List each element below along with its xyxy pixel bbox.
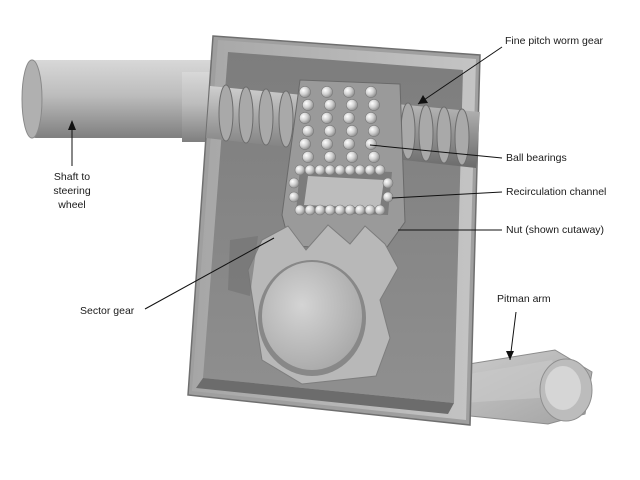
arrow-pitman-arm [506,351,514,360]
ball-bearing [346,151,358,163]
arrow-shaft [68,120,76,130]
label-worm-gear: Fine pitch worm gear [505,35,604,47]
leader-sector-gear [144,237,275,310]
ball-bearing [302,99,314,111]
ball-bearing [368,125,380,137]
ball-bearing [321,138,333,150]
ball-bearing [304,164,316,176]
ball-bearing [321,86,333,98]
label-pitman-arm: Pitman arm [497,293,551,305]
ball-bearing [324,99,336,111]
ball-bearing [343,112,355,124]
ball-bearing [344,204,356,216]
ball-bearing [302,125,314,137]
label-ball-bearings: Ball bearings [506,152,567,164]
ball-bearing [334,204,346,216]
ball-bearing [299,86,311,98]
ball-bearing [288,177,300,189]
ball-bearing [368,151,380,163]
ball-bearing [314,164,326,176]
ball-bearing [324,204,336,216]
label-shaft-line2: steering [53,185,91,197]
label-shaft-line3: wheel [57,199,85,211]
leader-arrows [68,95,514,360]
ball-bearing [354,164,366,176]
ball-bearing [364,204,376,216]
ball-bearings [288,86,394,216]
ball-bearing [354,204,366,216]
ball-bearing [343,86,355,98]
leader-ball-bearings [369,144,503,159]
labels: Fine pitch worm gear Ball bearings Recir… [53,35,606,317]
label-nut: Nut (shown cutaway) [506,224,604,236]
ball-bearing [314,204,326,216]
ball-bearing [382,177,394,189]
ball-bearing [334,164,346,176]
ball-bearing [365,138,377,150]
ball-bearing [324,125,336,137]
steering-shaft [21,59,222,142]
ball-bearing [365,112,377,124]
leader-worm-gear [417,46,503,105]
ball-bearing [299,112,311,124]
ball-bearing [304,204,316,216]
sector-gear [228,224,399,385]
ball-bearing [346,125,358,137]
label-recirculation-channel: Recirculation channel [506,186,606,198]
ball-bearing [365,86,377,98]
ball-bearing [343,138,355,150]
arrow-worm-gear [418,95,428,104]
ball-bearing [374,204,386,216]
ball-bearing [321,112,333,124]
ball-bearing [324,151,336,163]
ball-bearing [374,164,386,176]
ball-bearing [344,164,356,176]
ball-bearing [346,99,358,111]
label-sector-gear: Sector gear [80,305,135,317]
ball-bearing [364,164,376,176]
ball-bearing [294,204,306,216]
label-shaft-line1: Shaft to [54,171,90,183]
ball-bearing [368,99,380,111]
ball-bearing [294,164,306,176]
ball-bearing [302,151,314,163]
ball-bearing [288,191,300,203]
ball-bearing [299,138,311,150]
leader-recirculation-channel [391,191,503,199]
ball-bearing [382,191,394,203]
ball-bearing [324,164,336,176]
